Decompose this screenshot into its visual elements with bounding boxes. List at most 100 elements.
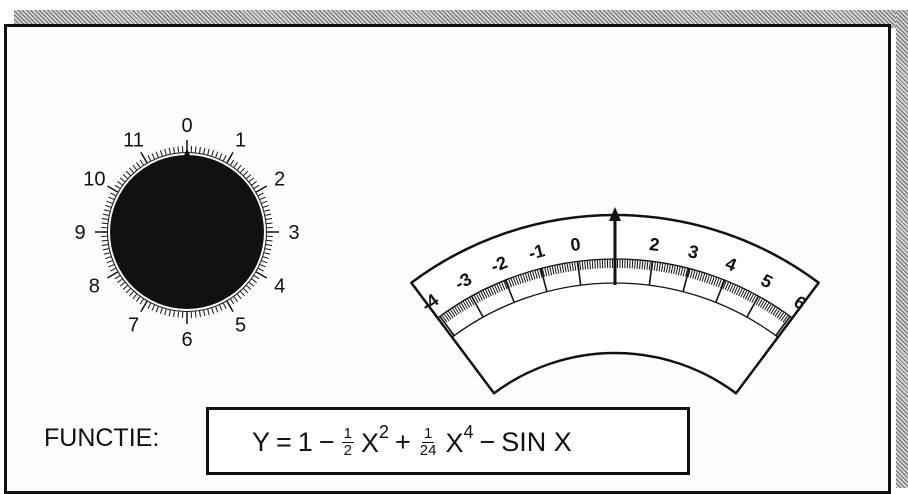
dial-label: 7 (128, 315, 139, 337)
dial-minor-tick (107, 201, 113, 203)
dial-minor-tick (263, 205, 269, 207)
dial-major-tick (227, 152, 233, 162)
formula-lhs: Y (249, 427, 273, 458)
dial-label: 11 (123, 129, 144, 151)
dial-minor-tick (252, 279, 257, 283)
function-box: Y = 1 − 1 2 X2 + 1 24 X4 − SIN X (206, 407, 690, 475)
dial-label: 4 (274, 276, 285, 298)
formula-variable: X (445, 428, 463, 458)
dial-major-tick (107, 186, 117, 192)
dial-minor-tick (223, 155, 226, 160)
dial-minor-tick (195, 312, 196, 318)
dial-minor-tick (120, 178, 125, 182)
dial-minor-tick (244, 171, 248, 175)
dial-label: 9 (74, 222, 85, 244)
dial-minor-tick (174, 311, 175, 317)
dial-minor-tick (220, 153, 222, 158)
dial-minor-tick (234, 297, 238, 302)
fraction-denominator: 2 (342, 443, 354, 459)
dial-minor-tick (249, 178, 254, 182)
formula-x-fourth: X4 (442, 426, 476, 459)
dial-minor-tick (104, 210, 110, 212)
dial-minor-tick (264, 253, 270, 255)
dial-label: 8 (89, 276, 100, 298)
dial-minor-tick (249, 282, 254, 286)
fraction-numerator: 1 (342, 426, 354, 443)
dial-major-tick (227, 301, 233, 311)
dial-minor-tick (231, 160, 234, 165)
dial-minor-tick (216, 152, 218, 158)
dial-minor-tick (148, 303, 151, 308)
function-label: FUNCTIE: (44, 424, 159, 453)
dial-minor-tick (178, 146, 179, 152)
dial-minor-tick (103, 249, 109, 250)
dial-major-tick (141, 301, 147, 311)
dial-minor-tick (117, 279, 122, 283)
dial-minor-tick (262, 201, 268, 203)
dial-minor-tick (133, 294, 137, 299)
dial-minor-tick (115, 276, 120, 279)
dial-minor-tick (174, 147, 175, 153)
dial-minor-tick (105, 205, 111, 207)
function-formula: Y = 1 − 1 2 X2 + 1 24 X4 − SIN X (249, 418, 575, 466)
dial-minor-tick (254, 185, 259, 188)
dial-minor-tick (252, 181, 257, 185)
dial-label: 6 (181, 329, 192, 351)
dial-label: 3 (288, 222, 299, 244)
dial-minor-tick (231, 299, 234, 304)
formula-variable: X (361, 428, 379, 458)
formula-fraction-twentyfourth: 1 24 (418, 426, 439, 459)
dial-minor-tick (152, 153, 154, 158)
formula-minus: − (316, 427, 338, 458)
dial-label: 0 (181, 115, 192, 137)
dial-minor-tick (223, 303, 226, 308)
dial-minor-tick (165, 149, 167, 155)
dial-major-tick (141, 152, 147, 162)
dial-minor-tick (241, 291, 245, 295)
dial-minor-tick (102, 219, 108, 220)
dial-minor-tick (117, 181, 122, 185)
dial-minor-tick (244, 289, 248, 293)
meter-minor-tick (637, 260, 638, 269)
dial-minor-tick (160, 308, 162, 314)
formula-minus: − (476, 427, 498, 458)
dial-minor-tick (152, 305, 154, 310)
meter-minor-tick (597, 260, 598, 269)
dial-minor-tick (208, 149, 210, 155)
dial-minor-tick (165, 309, 167, 315)
dial-minor-tick (216, 307, 218, 313)
dial-minor-tick (133, 165, 137, 170)
dial-minor-tick (262, 261, 268, 263)
dial-minor-tick (267, 223, 273, 224)
dial-minor-tick (126, 171, 130, 175)
dial-minor-tick (120, 282, 125, 286)
dial-minor-tick (200, 147, 201, 153)
formula-exponent: 2 (379, 422, 389, 442)
dial-minor-tick (126, 289, 130, 293)
dial-minor-tick (123, 174, 127, 178)
dial-minor-tick (195, 146, 196, 152)
dial-pointer (182, 148, 192, 161)
dial-minor-tick (102, 245, 108, 246)
dial-label: 5 (235, 315, 246, 337)
dial-minor-tick (246, 174, 250, 178)
dial-minor-tick (108, 197, 113, 199)
dial-minor-tick (140, 160, 143, 165)
dial-minor-tick (260, 265, 265, 267)
formula-constant: 1 (295, 427, 316, 458)
formula-exponent: 4 (463, 422, 473, 442)
dial-minor-tick (263, 257, 269, 259)
dial-minor-tick (178, 312, 179, 318)
dial-minor-tick (234, 162, 238, 167)
dial-minor-tick (110, 268, 115, 271)
fraction-denominator: 24 (418, 443, 439, 459)
dial-knob (110, 155, 264, 309)
formula-x-squared: X2 (358, 426, 392, 459)
dial-minor-tick (103, 214, 109, 215)
dial-label: 2 (274, 169, 285, 191)
dial-minor-tick (212, 308, 214, 314)
dial-minor-tick (204, 148, 205, 154)
dial-minor-tick (107, 261, 113, 263)
dial-minor-tick (266, 219, 272, 220)
